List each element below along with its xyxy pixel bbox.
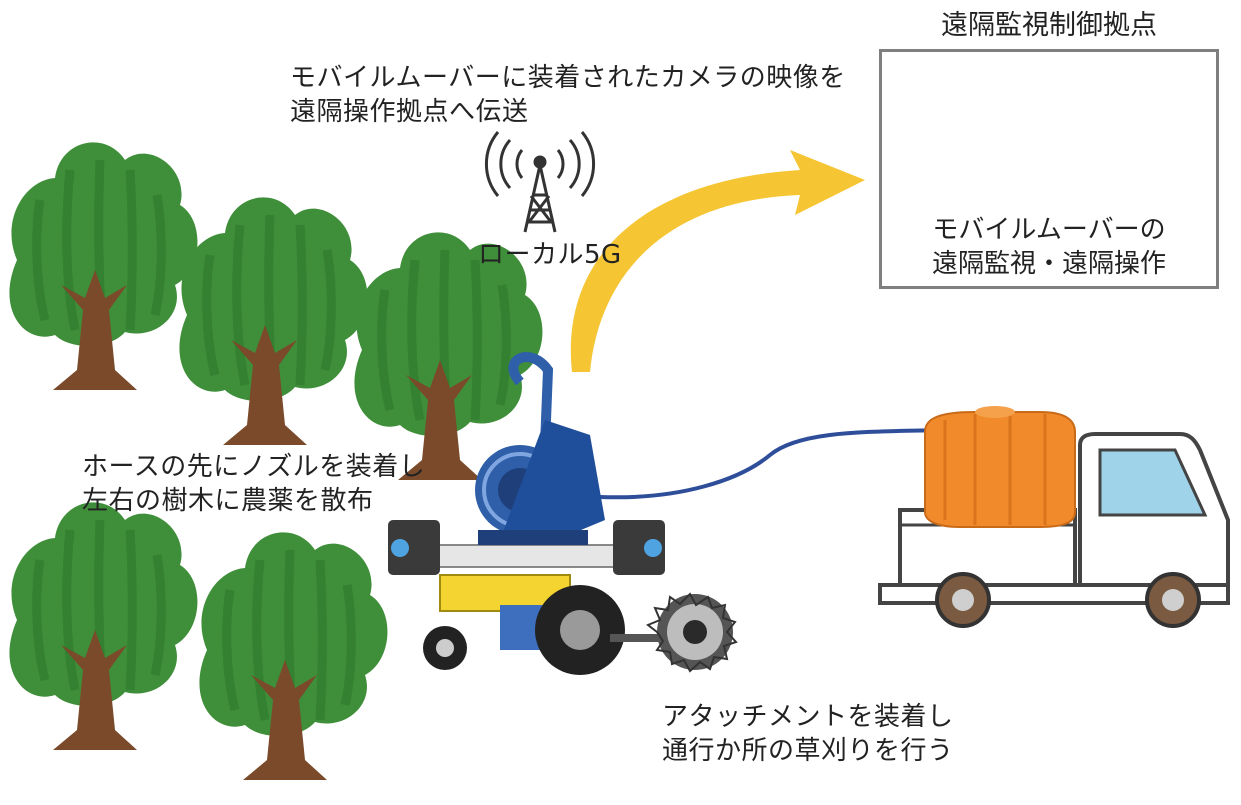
mow-note-line1: アタッチメントを装着し bbox=[662, 702, 954, 732]
camera-note-line1: モバイルムーバーに装着されたカメラの映像を bbox=[290, 63, 846, 93]
remote-station-box bbox=[879, 49, 1219, 289]
tree-icon bbox=[179, 197, 367, 445]
spray-note: ホースの先にノズルを装着し 左右の樹木に農薬を散布 bbox=[82, 450, 425, 518]
truck-icon bbox=[878, 432, 1230, 628]
antenna-tower-icon bbox=[484, 131, 596, 233]
mow-note-line2: 通行か所の草刈りを行う bbox=[662, 736, 954, 766]
tank-icon bbox=[924, 406, 1076, 528]
spray-note-line2: 左右の樹木に農薬を散布 bbox=[82, 486, 374, 516]
mow-note: アタッチメントを装着し 通行か所の草刈りを行う bbox=[662, 700, 954, 768]
mobile-mover-icon bbox=[423, 544, 625, 675]
station-caption-line2: 遠隔監視・遠隔操作 bbox=[931, 249, 1166, 279]
camera-note: モバイルムーバーに装着されたカメラの映像を 遠隔操作拠点へ伝送 bbox=[290, 61, 846, 129]
camera-icon bbox=[388, 520, 440, 575]
tree-icon bbox=[9, 502, 197, 750]
spray-note-line1: ホースの先にノズルを装着し bbox=[82, 452, 426, 482]
hose-line bbox=[599, 428, 941, 500]
tree-icon bbox=[199, 532, 387, 780]
station-title: 遠隔監視制御拠点 bbox=[941, 10, 1157, 41]
camera-icon bbox=[613, 520, 665, 575]
station-caption-line1: モバイルムーバーの bbox=[932, 215, 1166, 245]
hose-reel-icon bbox=[475, 352, 605, 545]
arrow-icon bbox=[570, 150, 865, 372]
station-caption: モバイルムーバーの 遠隔監視・遠隔操作 bbox=[879, 213, 1219, 281]
local-5g-label: ローカル5G bbox=[478, 240, 622, 270]
mowing-blade-icon bbox=[610, 592, 738, 673]
tree-icon bbox=[9, 142, 197, 390]
camera-note-line2: 遠隔操作拠点へ伝送 bbox=[290, 97, 529, 127]
